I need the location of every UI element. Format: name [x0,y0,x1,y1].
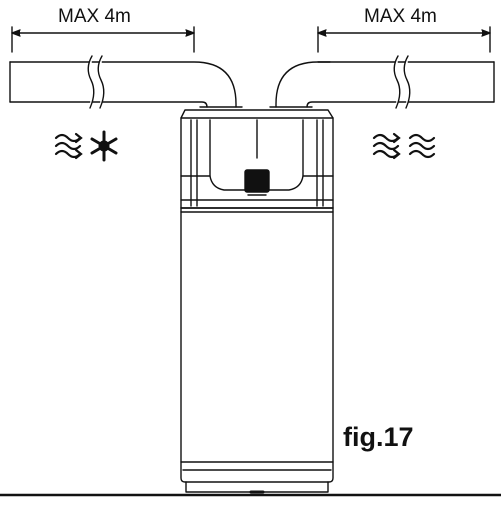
left-duct [9,55,243,109]
right-dimension-line [317,26,491,53]
snowflake-icon [90,130,118,162]
air-flow-icon [372,132,401,160]
figure-label: fig.17 [343,422,414,452]
air-flow-icon [408,133,436,159]
right-max-length-label: MAX 4m [364,6,437,27]
tank-body [180,207,334,494]
air-flow-icon [54,132,83,160]
right-duct [269,55,495,109]
left-max-length-label: MAX 4m [58,6,131,27]
unit-head [180,109,334,209]
left-dimension-line [11,26,195,53]
